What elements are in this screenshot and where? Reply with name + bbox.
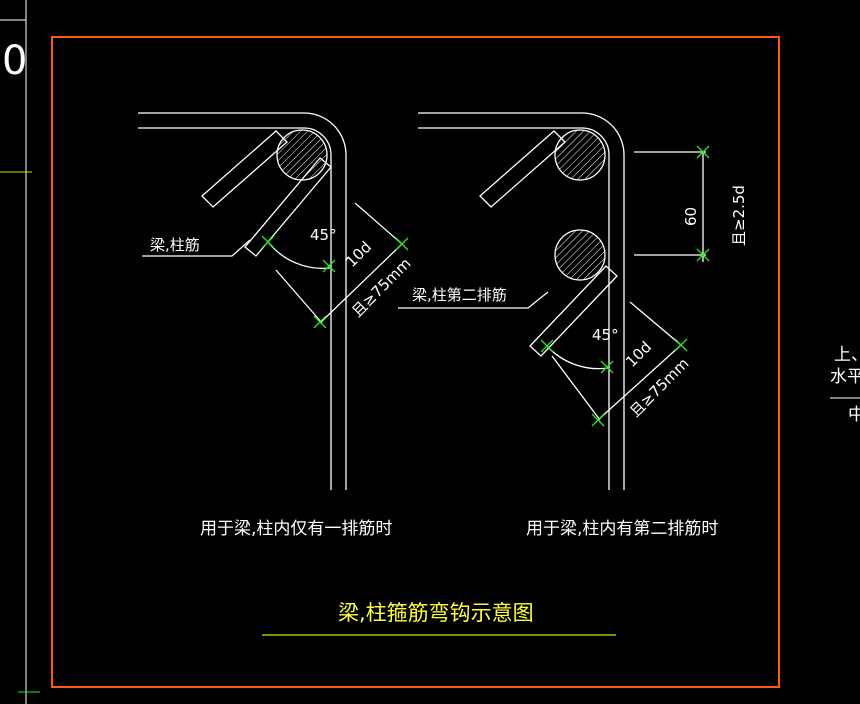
- left-hook-bar-upper: [201, 130, 288, 208]
- right-edge-text-3: 中: [848, 405, 860, 425]
- right-rebar-section-lower: [554, 229, 606, 281]
- right-stirrup-outer: [418, 112, 625, 490]
- left-angle-label: 45°: [310, 226, 337, 244]
- left-marker-3: [395, 237, 409, 251]
- left-dim-ext-upper: [354, 202, 403, 245]
- left-detail: [138, 112, 403, 490]
- left-bar-label: 梁,柱筋: [150, 236, 200, 254]
- right-marker-4: [600, 360, 614, 374]
- right-marker-1: [696, 145, 710, 159]
- left-markers: [261, 235, 409, 329]
- right-bar-label: 梁,柱第二排筋: [412, 286, 507, 304]
- right-edge-fragments: 上、 水平 中: [830, 345, 860, 425]
- right-rebar-section-upper: [554, 129, 606, 181]
- left-edge-glyph: 0: [2, 38, 27, 84]
- right-spacing-label: 60: [682, 207, 700, 226]
- drawing-frame: [51, 36, 780, 688]
- right-dim-ext-upper: [629, 301, 682, 346]
- drawing-title: 梁,柱箍筋弯钩示意图: [338, 601, 534, 625]
- left-marker-4: [313, 315, 327, 329]
- left-dim-ext-lower: [275, 269, 323, 324]
- right-hook-len-label: 10d: [622, 338, 655, 371]
- right-edge-text-1: 上、: [834, 345, 860, 365]
- left-dim-line: [319, 243, 403, 324]
- right-edge-text-2: 水平: [830, 367, 860, 387]
- right-detail: [398, 112, 706, 490]
- right-dim-ext-lower: [551, 355, 601, 421]
- right-leader-line: [398, 291, 549, 309]
- left-marker-2: [322, 259, 336, 273]
- left-hook-bar-lower: [244, 157, 332, 257]
- left-stirrup-outer: [138, 112, 347, 490]
- right-markers: [540, 145, 710, 427]
- left-marker-1: [261, 235, 275, 249]
- left-caption: 用于梁,柱内仅有一排筋时: [200, 519, 392, 539]
- right-marker-2: [696, 248, 710, 262]
- left-angle-arc: [267, 241, 331, 270]
- left-leader-line: [142, 239, 251, 257]
- right-marker-6: [591, 413, 605, 427]
- right-marker-5: [674, 338, 688, 352]
- right-stirrup-inner: [418, 127, 610, 490]
- right-angle-arc: [546, 345, 609, 370]
- left-labels: 梁,柱筋 45° 10d 且≥75mm 用于梁,柱内仅有一排筋时: [150, 226, 414, 539]
- right-spacing-min-label: 且≥2.5d: [730, 185, 748, 246]
- right-marker-3: [540, 339, 554, 353]
- left-hook-len-label: 10d: [342, 238, 375, 271]
- right-caption: 用于梁,柱内有第二排筋时: [526, 519, 718, 539]
- left-rebar-section: [276, 129, 328, 181]
- left-stirrup-inner: [138, 127, 332, 490]
- right-dim-line: [597, 344, 682, 421]
- right-angle-label: 45°: [592, 326, 619, 344]
- right-hook-bar-lower: [529, 265, 618, 357]
- left-edge-fragments: 0: [0, 0, 40, 704]
- right-hook-bar-upper: [479, 130, 566, 208]
